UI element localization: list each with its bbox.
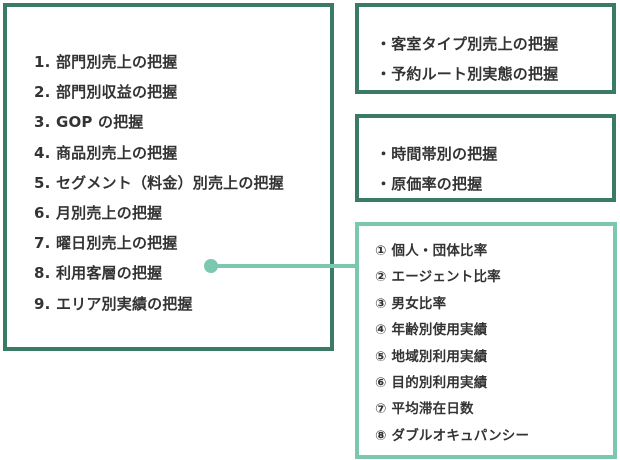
customer-segment-item-1: ① 個人・団体比率 [375, 243, 488, 259]
time-cost-item-1: ・時間帯別の把握 [376, 145, 498, 163]
room-sales-list: ・客室タイプ別売上の把握 ・予約ルート別実態の把握 [376, 29, 558, 89]
connector-dot [204, 259, 218, 273]
main-item-9: 9. エリア別実績の把握 [34, 294, 193, 313]
main-item-5: 5. セグメント（料金）別売上の把握 [34, 173, 284, 192]
main-item-7: 7. 曜日別売上の把握 [34, 234, 178, 253]
room-sales-item-1: ・客室タイプ別売上の把握 [376, 35, 559, 53]
customer-segment-item-6: ⑥ 目的別利用実績 [375, 374, 488, 391]
room-sales-item-2: ・予約ルート別実態の把握 [376, 65, 559, 83]
customer-segment-list: ① 個人・団体比率 ② エージェント比率 ③ 男女比率 ④ 年齢別使用実績 ⑤ … [375, 238, 529, 449]
customer-segment-item-7: ⑦ 平均滞在日数 [375, 401, 474, 418]
time-cost-item-2: ・原価率の把握 [376, 175, 483, 193]
customer-segment-item-8: ⑧ ダブルオキュパンシー [375, 427, 530, 444]
customer-segment-item-3: ③ 男女比率 [375, 295, 447, 312]
room-sales-box: ・客室タイプ別売上の把握 ・予約ルート別実態の把握 [355, 3, 616, 94]
customer-segment-item-2: ② エージェント比率 [375, 269, 501, 286]
main-item-8: 8. 利用客層の把握 [34, 264, 163, 283]
main-item-3: 3. GOP の把握 [34, 113, 144, 132]
main-item-1: 1. 部門別売上の把握 [34, 53, 178, 71]
time-cost-list: ・時間帯別の把握 ・原価率の把握 [376, 139, 498, 199]
customer-segment-item-5: ⑤ 地域別利用実績 [375, 348, 488, 365]
main-list: 1. 部門別売上の把握 2. 部門別収益の把握 3. GOP の把握 4. 商品… [34, 47, 284, 319]
main-item-4: 4. 商品別売上の把握 [34, 143, 178, 162]
main-item-2: 2. 部門別収益の把握 [34, 83, 178, 102]
customer-segment-box: ① 個人・団体比率 ② エージェント比率 ③ 男女比率 ④ 年齢別使用実績 ⑤ … [355, 222, 617, 459]
main-list-box: 1. 部門別売上の把握 2. 部門別収益の把握 3. GOP の把握 4. 商品… [3, 3, 334, 351]
customer-segment-item-4: ④ 年齢別使用実績 [375, 322, 488, 339]
main-item-6: 6. 月別売上の把握 [34, 203, 163, 222]
time-cost-box: ・時間帯別の把握 ・原価率の把握 [355, 114, 616, 202]
